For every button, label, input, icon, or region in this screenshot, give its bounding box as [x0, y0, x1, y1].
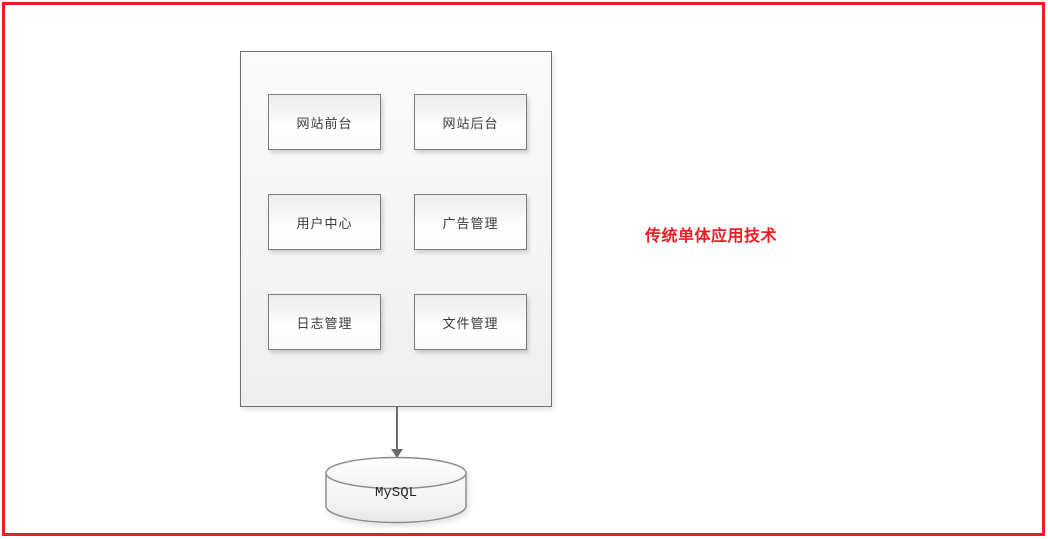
module-box-user-center: 用户中心: [268, 194, 381, 250]
module-box-log-management: 日志管理: [268, 294, 381, 350]
module-box-website-backend: 网站后台: [414, 94, 527, 150]
module-label: 文件管理: [442, 315, 499, 331]
database-cylinder: MySQL: [325, 456, 467, 524]
database-label: MySQL: [375, 485, 417, 501]
connector-arrowhead-icon: [391, 449, 403, 458]
module-box-website-frontend: 网站前台: [268, 94, 381, 150]
module-box-ad-management: 广告管理: [414, 194, 527, 250]
cylinder-top: [325, 456, 467, 490]
module-box-file-management: 文件管理: [414, 294, 527, 350]
module-label: 网站后台: [442, 115, 499, 131]
module-label: 广告管理: [442, 215, 499, 231]
module-label: 用户中心: [296, 215, 353, 231]
connector-arrow-line: [396, 407, 398, 450]
module-label: 网站前台: [296, 115, 353, 131]
module-label: 日志管理: [296, 315, 353, 331]
annotation-label: 传统单体应用技术: [645, 228, 778, 245]
